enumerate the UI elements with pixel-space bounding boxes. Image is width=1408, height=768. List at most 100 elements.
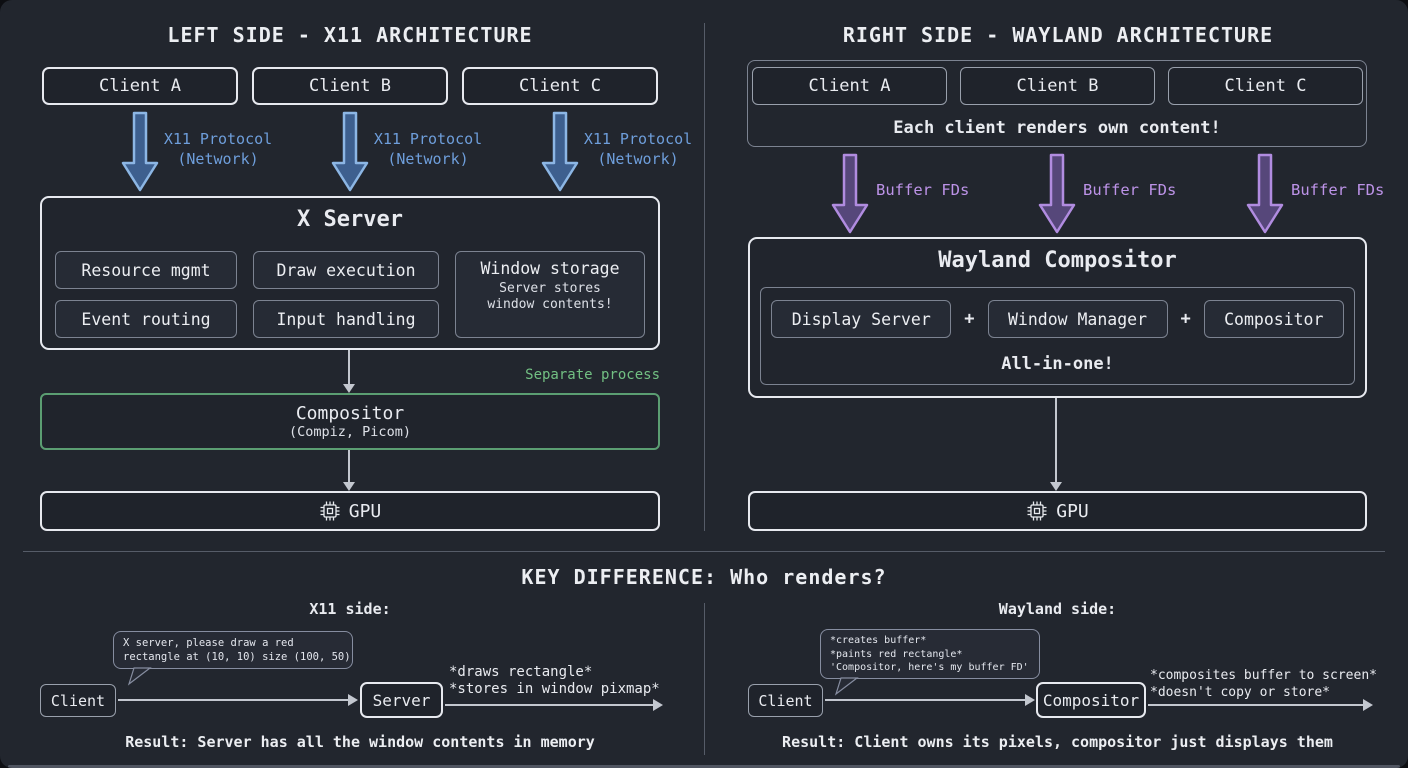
buffer-fds-label: Buffer FDs: [876, 181, 970, 199]
annotation-line: *doesn't copy or store*: [1150, 684, 1331, 700]
x11-compositor-subtitle: (Compiz, Picom): [289, 424, 411, 440]
x11-protocol-label: X11 Protocol (Network): [158, 129, 278, 169]
wayland-clients-container: [747, 60, 1367, 147]
vertical-divider-bottom: [704, 603, 705, 755]
component-label: Compositor: [1224, 309, 1324, 329]
annotation-line: *draws rectangle*: [449, 664, 593, 680]
plus-sign: +: [1180, 309, 1191, 329]
plus-sign: +: [964, 309, 975, 329]
x11-bottom-client-box: Client: [40, 684, 116, 717]
wayland-gpu-label: GPU: [1056, 500, 1089, 522]
vertical-divider-main: [704, 23, 705, 531]
component-label: Display Server: [791, 309, 931, 329]
wayland-client-c-label: Client C: [1224, 76, 1307, 96]
wayland-components-row: Display Server + Window Manager + Compos…: [760, 300, 1355, 338]
window-storage-title: Window storage: [480, 259, 620, 278]
buffer-fd-arrow-icon: [1246, 153, 1284, 234]
x11-bottom-server-box: Server: [360, 682, 443, 718]
server-label: Server: [372, 690, 431, 710]
x11-client-a-label: Client A: [99, 76, 181, 96]
arrow-client-to-server: [118, 694, 358, 706]
cell-label: Draw execution: [276, 260, 416, 280]
bubble-line: rectangle at (10, 10) size (100, 50): [123, 651, 351, 663]
window-storage-note1: Server stores: [499, 281, 601, 296]
x11-side-heading: X11 side:: [309, 600, 391, 618]
x11-protocol-label: X11 Protocol (Network): [368, 129, 488, 169]
wayland-bubble-tail: [834, 677, 859, 696]
cell-label: Event routing: [81, 309, 211, 329]
x11-result: Result: Server has all the window conten…: [125, 733, 595, 751]
arrow-server-output: [445, 699, 663, 711]
x11-speech-bubble: X server, please draw a red rectangle at…: [113, 631, 353, 669]
wayland-clients-note: Each client renders own content!: [893, 118, 1221, 138]
component-window-manager: Window Manager: [987, 300, 1168, 338]
x-server-cell-resource: Resource mgmt: [55, 251, 237, 289]
buffer-fds-label: Buffer FDs: [1291, 181, 1385, 199]
left-title: LEFT SIDE - X11 ARCHITECTURE: [167, 23, 533, 47]
x11-client-a-box: Client A: [42, 67, 238, 105]
x11-protocol-label-line2: (Network): [597, 150, 679, 168]
x11-client-b-label: Client B: [309, 76, 391, 96]
x-server-cell-draw: Draw execution: [253, 251, 439, 289]
client-label: Client: [758, 691, 813, 710]
wayland-client-b-box: Client B: [960, 67, 1155, 105]
x11-protocol-label-line2: (Network): [177, 150, 259, 168]
bubble-line: X server, please draw a red: [123, 637, 294, 649]
x11-protocol-arrow-icon: [541, 111, 579, 192]
arrow-wayland-to-gpu: [1050, 398, 1062, 491]
wayland-client-c-box: Client C: [1168, 67, 1363, 105]
wayland-side-heading: Wayland side:: [998, 600, 1117, 618]
x11-annotations: *draws rectangle* *stores in window pixm…: [449, 664, 660, 698]
all-in-one-note: All-in-one!: [1001, 354, 1114, 374]
x11-client-c-label: Client C: [519, 76, 601, 96]
x-server-cell-window-storage: Window storage Server stores window cont…: [455, 251, 645, 338]
wayland-result: Result: Client owns its pixels, composit…: [782, 733, 1333, 751]
client-label: Client: [50, 691, 106, 710]
x11-protocol-arrow-icon: [331, 111, 369, 192]
wayland-annotations: *composites buffer to screen* *doesn't c…: [1150, 668, 1377, 701]
x11-gpu-box: GPU: [40, 491, 660, 531]
wayland-bottom-client-box: Client: [748, 684, 823, 717]
wayland-client-a-label: Client A: [808, 76, 891, 96]
x11-compositor-box: Compositor (Compiz, Picom): [40, 393, 660, 450]
annotation-line: *composites buffer to screen*: [1150, 668, 1377, 683]
x11-protocol-label-line2: (Network): [387, 150, 469, 168]
wayland-client-a-box: Client A: [752, 67, 947, 105]
wayland-compositor-title: Wayland Compositor: [938, 247, 1177, 273]
x11-protocol-label-line1: X11 Protocol: [163, 130, 273, 148]
component-label: Window Manager: [1007, 309, 1148, 329]
x11-protocol-label-line1: X11 Protocol: [373, 130, 483, 148]
x11-protocol-arrow-icon: [121, 111, 159, 192]
x11-client-b-box: Client B: [252, 67, 448, 105]
x11-protocol-label-line1: X11 Protocol: [583, 130, 693, 148]
wayland-bottom-compositor-box: Compositor: [1036, 682, 1146, 718]
bubble-line: *creates buffer*: [830, 635, 927, 646]
arrow-xserver-to-compositor: [343, 350, 355, 393]
arrow-client-to-compositor: [825, 694, 1035, 706]
x-server-cell-input: Input handling: [253, 300, 439, 338]
horizontal-divider: [23, 551, 1385, 552]
annotation-line: *stores in window pixmap*: [449, 681, 660, 697]
x-server-title: X Server: [297, 206, 403, 232]
bubble-line: *paints red rectangle*: [830, 648, 963, 660]
x11-protocol-label: X11 Protocol (Network): [578, 129, 698, 169]
window-storage-note2: window contents!: [487, 297, 613, 312]
component-compositor: Compositor: [1203, 300, 1344, 338]
compositor-label: Compositor: [1042, 690, 1140, 710]
x11-client-c-box: Client C: [462, 67, 658, 105]
right-title: RIGHT SIDE - WAYLAND ARCHITECTURE: [842, 23, 1274, 47]
gpu-chip-icon: [320, 501, 340, 521]
x11-bubble-tail: [127, 667, 152, 686]
x-server-cell-event: Event routing: [55, 300, 237, 338]
cell-label: Input handling: [276, 309, 416, 329]
arrow-compositor-output: [1148, 699, 1373, 711]
gpu-chip-icon: [1027, 501, 1047, 521]
bottom-edge-highlight: [8, 765, 1400, 768]
buffer-fd-arrow-icon: [1038, 153, 1076, 234]
arrow-compositor-to-gpu: [343, 450, 355, 491]
x11-gpu-label: GPU: [348, 500, 382, 522]
bubble-line: 'Compositor, here's my buffer FD': [830, 662, 1029, 673]
separate-process-label: Separate process: [525, 367, 660, 383]
wayland-client-b-label: Client B: [1016, 76, 1099, 96]
